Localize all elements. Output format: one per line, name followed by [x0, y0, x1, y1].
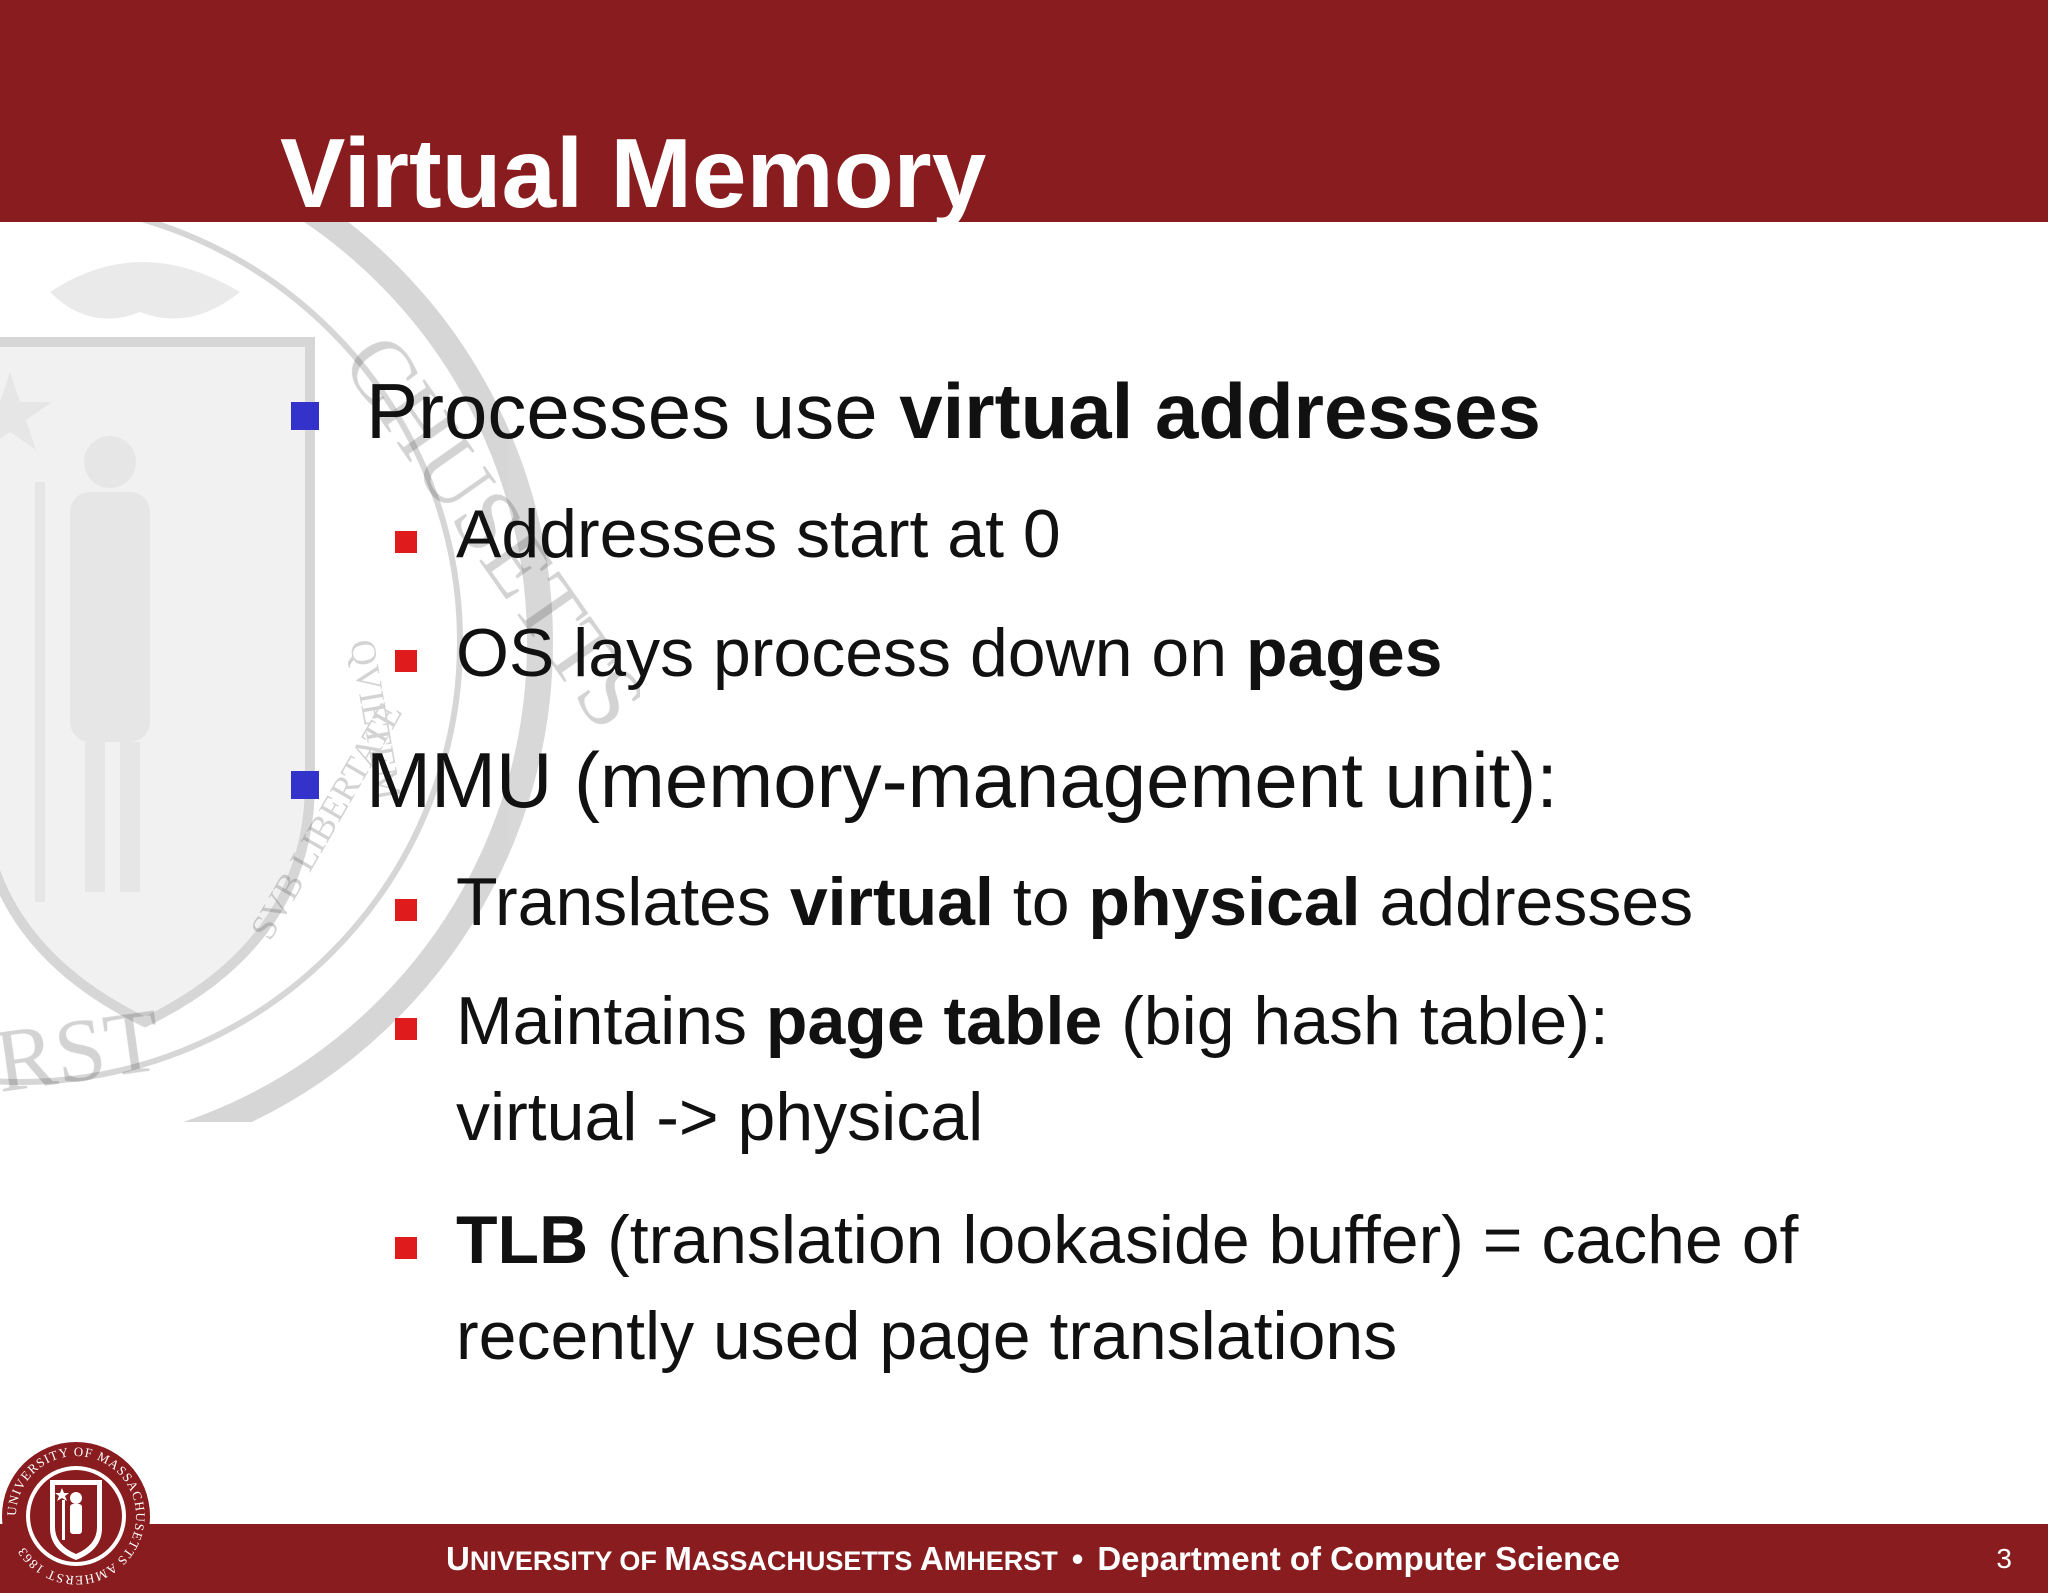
bullet-continuation: virtual -> physical: [456, 1079, 984, 1155]
bullet-level2: Translates virtual to physical addresses: [456, 864, 1694, 940]
svg-text:RST: RST: [0, 991, 166, 1112]
bullet-level2: TLB (translation lookaside buffer) = cac…: [456, 1202, 1799, 1278]
slide-title: Virtual Memory: [280, 118, 987, 228]
bullet-level2: Addresses start at 0: [456, 496, 1061, 572]
umass-seal-logo: UNIVERSITY OF MASSACHUSETTS AMHERST 1863: [2, 1442, 150, 1590]
page-number: 3: [1996, 1543, 2012, 1574]
seal-watermark: CHUSETTS RST QVIETEM SVB LIBERTATE: [0, 222, 640, 1122]
bullet-marker-level1: [291, 402, 319, 430]
bullet-level2: Maintains page table (big hash table):: [456, 983, 1609, 1059]
footer-separator: •: [1071, 1540, 1084, 1577]
footer-department: Department of Computer Science: [1097, 1540, 1620, 1577]
bullet-marker-level2: [395, 650, 417, 672]
footer-university: UNIVERSITY OF MASSACHUSETTS AMHERST: [446, 1540, 1058, 1577]
bullet-level2: OS lays process down on pages: [456, 615, 1443, 691]
bullet-marker-level2: [395, 531, 417, 553]
bullet-marker-level2: [395, 1237, 417, 1259]
bullet-marker-level2: [395, 899, 417, 921]
footer-text: UNIVERSITY OF MASSACHUSETTS AMHERST • Depa…: [0, 1524, 2048, 1593]
footer-bar: [0, 1524, 2048, 1593]
bullet-continuation: recently used page translations: [456, 1298, 1398, 1374]
bullet-marker-level2: [395, 1018, 417, 1040]
title-bar: [0, 0, 2048, 222]
bullet-level1: Processes use virtual addresses: [366, 367, 1541, 455]
bullet-level1: MMU (memory-management unit):: [366, 736, 1558, 824]
bullet-marker-level1: [291, 771, 319, 799]
